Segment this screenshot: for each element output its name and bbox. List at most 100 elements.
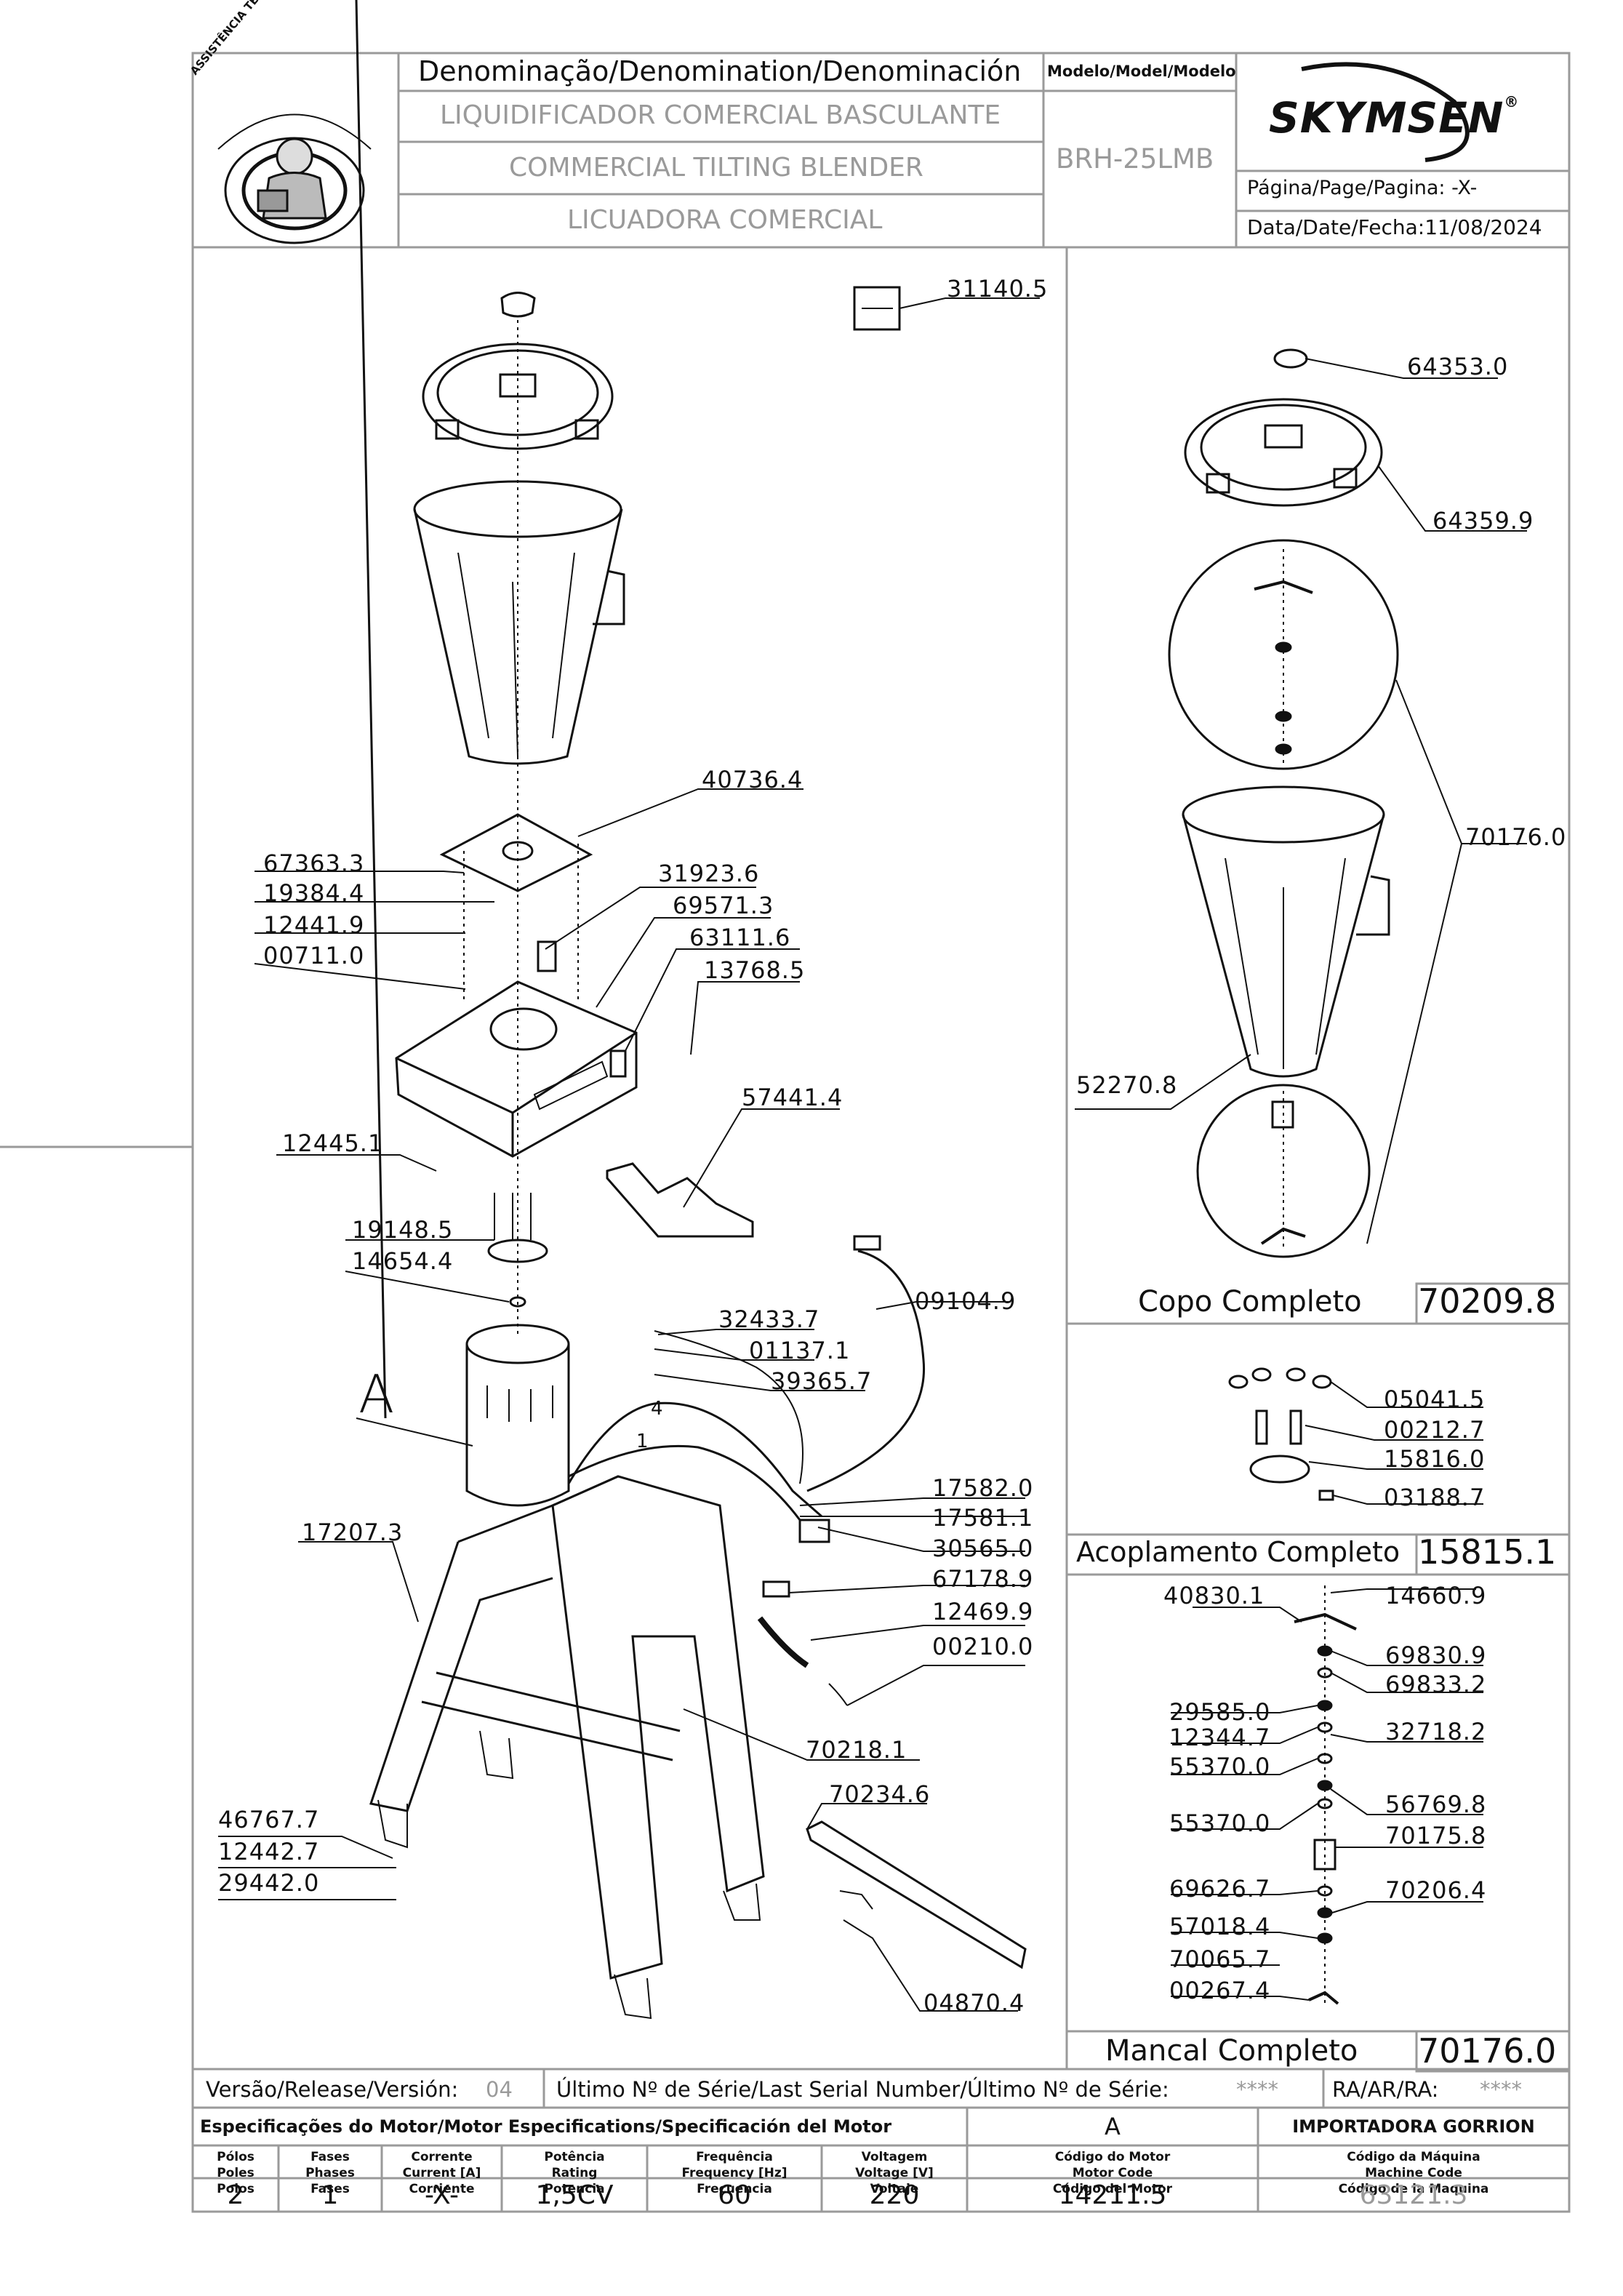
mancal-part-label: 12344.7: [1169, 1724, 1271, 1751]
part-label: 57441.4: [742, 1084, 843, 1111]
mancal-part-label: 69626.7: [1169, 1875, 1271, 1903]
mancal-completo-drawing: [1294, 1585, 1357, 2007]
authorized-service-seal: [217, 113, 372, 244]
product-name-en: COMMERCIAL TILTING BLENDER: [509, 153, 923, 183]
part-label: 17207.3: [302, 1519, 404, 1546]
spec-value: 220: [869, 2180, 920, 2210]
part-label: 01137.1: [749, 1337, 851, 1364]
mancal-part-label: 29585.0: [1169, 1698, 1271, 1726]
motor-reference-label: A: [358, 1364, 395, 1425]
copo-completo-title: Copo Completo: [1138, 1285, 1362, 1319]
spec-value: 14211.5: [1058, 2180, 1167, 2210]
motor-spec-ref: A: [1105, 2113, 1121, 2140]
mancal-completo-title: Mancal Completo: [1105, 2034, 1358, 2068]
part-label: 04870.4: [923, 1989, 1025, 2017]
serial-value: ****: [1236, 2077, 1278, 2102]
copo-completo-drawing: [1168, 348, 1399, 1258]
part-label: 00711.0: [263, 942, 365, 969]
copo-completo-code: 70209.8: [1418, 1281, 1557, 1321]
denomination-title: Denominação/Denomination/Denominación: [418, 55, 1022, 87]
part-label: 30565.0: [932, 1535, 1034, 1562]
part-label: 31140.5: [947, 275, 1049, 303]
copo-part-label: 52270.8: [1076, 1071, 1178, 1099]
brand-logo: SKYMSEN®: [1269, 93, 1520, 143]
copo-part-label: 64359.9: [1432, 507, 1534, 535]
part-label: 13768.5: [704, 956, 806, 984]
mancal-completo-code: 70176.0: [1418, 2031, 1557, 2071]
mancal-part-label: 40830.1: [1163, 1582, 1265, 1609]
model-title: Modelo/Model/Modelo: [1047, 63, 1236, 80]
spec-value: 1,5CV: [535, 2180, 614, 2210]
part-label: 63111.6: [689, 924, 791, 951]
mancal-part-label: 00267.4: [1169, 1977, 1271, 2004]
mancal-part-label: 56769.8: [1385, 1791, 1487, 1818]
mancal-part-label: 32718.2: [1385, 1718, 1487, 1745]
part-label: 70218.1: [806, 1736, 907, 1764]
copo-part-label: 70176.0: [1465, 823, 1567, 851]
part-label: 19384.4: [263, 879, 365, 907]
product-name-pt: LIQUIDIFICADOR COMERCIAL BASCULANTE: [440, 100, 1001, 130]
part-label: 12441.9: [263, 911, 365, 939]
part-label: 31923.6: [658, 860, 760, 887]
part-label: 32433.7: [718, 1305, 820, 1333]
spec-value: 1: [321, 2180, 339, 2210]
spec-value: 63121.3: [1359, 2180, 1468, 2210]
acoplamento-part-label: 00212.7: [1384, 1416, 1486, 1444]
mancal-part-label: 69830.9: [1385, 1641, 1487, 1669]
acoplamento-completo-code: 15815.1: [1418, 1532, 1557, 1572]
version-value: 04: [486, 2077, 513, 2102]
motor-spec-title: Especificações do Motor/Motor Especifica…: [200, 2116, 892, 2137]
mancal-part-label: 70175.8: [1385, 1822, 1487, 1849]
ra-value: ****: [1480, 2077, 1522, 2102]
copo-part-label: 64353.0: [1407, 353, 1509, 380]
part-label: 09104.9: [915, 1287, 1017, 1315]
part-label: 46767.7: [218, 1806, 320, 1833]
date-label: Data/Date/Fecha:11/08/2024: [1247, 215, 1542, 239]
mancal-part-label: 70065.7: [1169, 1945, 1271, 1973]
part-label: 67178.9: [932, 1565, 1034, 1593]
mancal-part-label: 55370.0: [1169, 1809, 1271, 1837]
wire-label: 4: [651, 1398, 663, 1420]
acoplamento-part-label: 15816.0: [1384, 1445, 1486, 1473]
mancal-part-label: 55370.0: [1169, 1753, 1271, 1780]
version-label: Versão/Release/Versión:: [206, 2077, 459, 2102]
part-label: 00210.0: [932, 1633, 1034, 1660]
part-label: 12469.9: [932, 1598, 1034, 1625]
product-name-es: LICUADORA COMERCIAL: [567, 205, 883, 235]
acoplamento-part-label: 05041.5: [1384, 1385, 1486, 1413]
part-label: 40736.4: [702, 766, 804, 793]
mancal-part-label: 14660.9: [1385, 1582, 1487, 1609]
acoplamento-completo-drawing: [1228, 1367, 1334, 1501]
part-label: 39365.7: [771, 1367, 873, 1395]
importer-name: IMPORTADORA GORRION: [1292, 2116, 1535, 2137]
spec-value: 60: [718, 2180, 751, 2210]
part-label: 19148.5: [352, 1216, 454, 1244]
part-label: 67363.3: [263, 849, 365, 877]
serial-label: Último Nº de Série/Last Serial Number/Úl…: [556, 2077, 1169, 2102]
ra-label: RA/AR/RA:: [1332, 2077, 1439, 2102]
part-label: 12442.7: [218, 1838, 320, 1865]
part-label: 70234.6: [829, 1780, 931, 1808]
model-value: BRH-25LMB: [1056, 143, 1214, 175]
part-label: 69571.3: [673, 892, 774, 919]
acoplamento-part-label: 03188.7: [1384, 1484, 1486, 1511]
mancal-part-label: 70206.4: [1385, 1876, 1487, 1904]
page-label: Página/Page/Pagina: -X-: [1247, 177, 1478, 199]
wire-label: 1: [636, 1431, 649, 1452]
part-label: 29442.0: [218, 1869, 320, 1897]
mancal-part-label: 57018.4: [1169, 1913, 1271, 1940]
spec-value: -X-: [424, 2180, 460, 2210]
part-label: 14654.4: [352, 1247, 454, 1275]
brand-swoosh-icon: [1301, 62, 1470, 162]
part-label: 17581.1: [932, 1504, 1034, 1532]
